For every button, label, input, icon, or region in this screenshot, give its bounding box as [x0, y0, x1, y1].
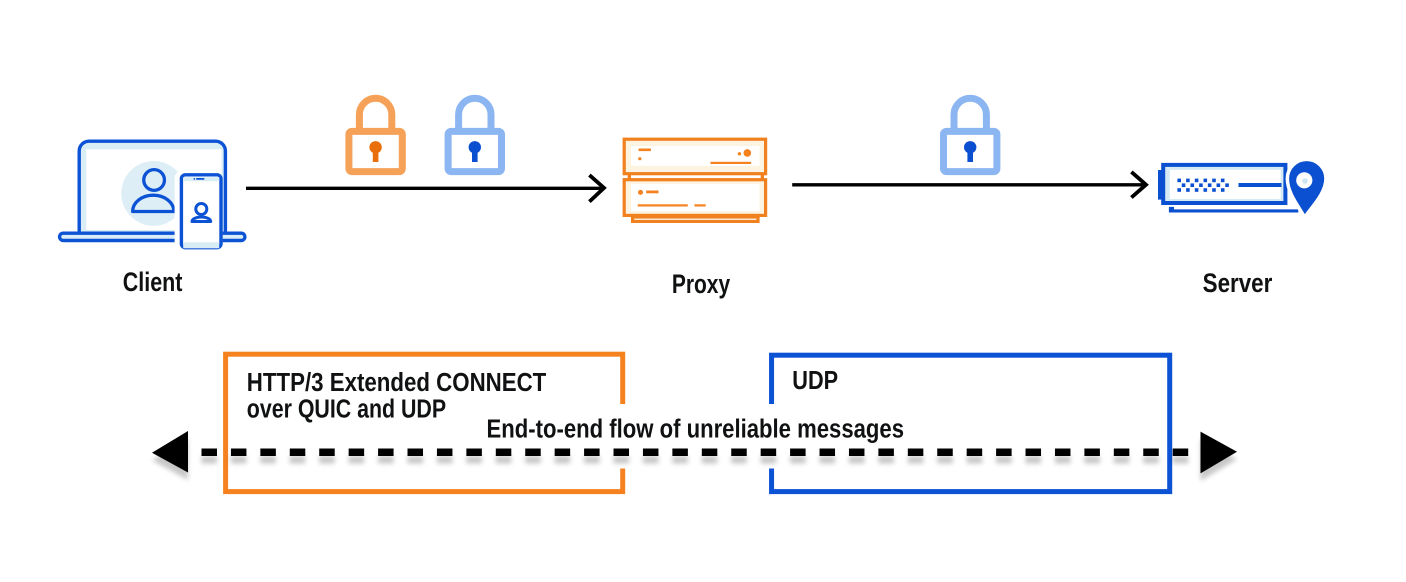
- svg-text:Client: Client: [123, 267, 183, 297]
- svg-text:Proxy: Proxy: [672, 269, 731, 299]
- svg-text:End-to-end flow of unreliable: End-to-end flow of unreliable messages: [487, 414, 905, 444]
- svg-text:UDP: UDP: [792, 365, 838, 395]
- svg-text:Server: Server: [1203, 268, 1273, 298]
- svg-text:HTTP/3 Extended CONNECT: HTTP/3 Extended CONNECT: [247, 367, 547, 397]
- svg-text:over QUIC and UDP: over QUIC and UDP: [247, 393, 446, 423]
